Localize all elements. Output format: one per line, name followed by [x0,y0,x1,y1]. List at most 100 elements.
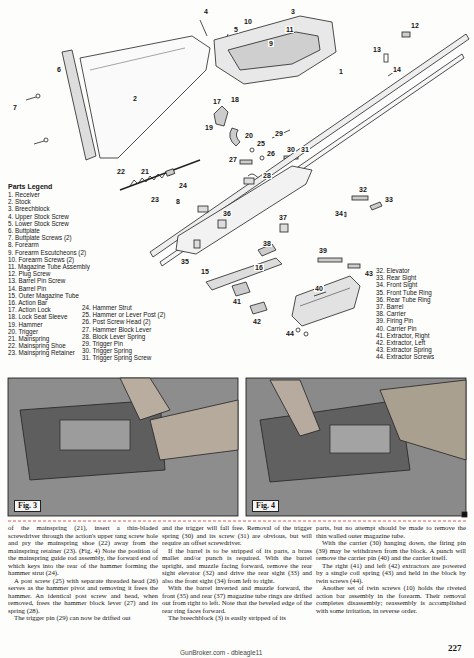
callout-number: 9 [268,40,274,47]
callout-number: 13 [372,46,382,53]
parts-legend-entry: 37. Barrel [376,304,403,310]
callout-number: 43 [364,270,374,277]
parts-legend-entry: 18. Lock Seat Sleeve [8,314,68,320]
parts-legend-entry: 26. Post Screw Head (2) [82,319,151,325]
callout-number: 15 [200,268,210,275]
parts-legend-entry: 9. Forearm Escutcheons (2) [8,250,86,256]
body-paragraph: The breechblock (3) is easily stripped o… [162,614,312,622]
body-paragraph: A post screw (25) with separate threaded… [8,577,158,615]
callout-number: 3 [290,8,296,15]
parts-legend-entry: 7. Buttplate Screws (2) [8,235,72,241]
parts-legend-entry: 44. Extractor Screws [376,354,434,360]
parts-legend-entry: 20. Trigger [8,329,38,335]
parts-legend-entry: 40. Carrier Pin [376,326,417,332]
callout-number: 6 [56,66,62,73]
parts-legend-entry: 36. Rear Tube Ring [376,297,431,303]
parts-legend-entry: 4. Upper Stock Screw [8,214,69,220]
callout-number: 4 [203,8,209,15]
body-paragraph: parts, but no attempt should be made to … [316,524,466,539]
callout-number: 18 [230,96,240,103]
body-paragraph: Another set of twin screws (10) holds th… [316,584,466,614]
callout-number: 10 [243,18,253,25]
callout-number: 26 [266,150,276,157]
callout-number: 41 [232,298,242,305]
parts-legend-entry: 21. Mainspring [8,336,49,342]
body-paragraph: With the carrier (30) hanging down, the … [316,539,466,562]
parts-legend-entry: 29. Trigger Pin [82,341,123,347]
body-paragraph: The right (41) and left (42) extractors … [316,562,466,585]
parts-legend-entry: 41. Extractor, Right [376,333,430,339]
callout-number: 34 [334,210,344,217]
callout-number: 30 [286,146,296,153]
callout-number: 7 [12,104,18,111]
callout-number: 42 [252,318,262,325]
parts-legend-entry: 2. Stock [8,199,31,205]
text-column: and the trigger will fall free. Removal … [162,524,312,644]
parts-legend-entry: 3. Breechblock [8,206,50,212]
parts-legend-entry: 15. Outer Magazine Tube [8,293,79,299]
parts-legend-entry: 16. Action Bar [8,300,47,306]
parts-legend-entry: 19. Hammer [8,322,43,328]
text-column: parts, but no attempt should be made to … [316,524,466,644]
callout-number: 1 [338,68,344,75]
callout-number: 27 [228,156,238,163]
callout-number: 29 [274,130,284,137]
parts-legend-entry: 42. Extractor, Left [376,340,425,346]
parts-legend-entry: 17. Action Lock [8,307,51,313]
parts-legend-entry: 27. Hammer Block Lever [82,327,151,333]
body-paragraph: of the mainspring (21), insert a thin-bl… [8,524,158,577]
body-paragraph: If the barrel is to be stripped of its p… [162,547,312,585]
callout-number: 21 [140,168,150,175]
figure-label: Fig. 4 [252,500,279,512]
parts-legend-entry: 24. Hammer Strut [82,305,132,311]
parts-legend-entry: 35. Front Tube Ring [376,290,432,296]
figure-label: Fig. 3 [14,500,41,512]
legend-heading: Parts Legend [8,183,52,190]
callout-number: 32 [358,186,368,193]
callout-number: 14 [392,66,402,73]
callout-number: 44 [285,330,295,337]
parts-legend-entry: 14. Barrel Pin [8,286,46,292]
parts-legend-entry: 6. Buttplate [8,228,40,234]
callout-number: 5 [233,26,239,33]
parts-legend-entry: 33. Rear Sight [376,275,416,281]
callout-number: 16 [254,264,264,271]
parts-legend-entry: 23. Mainspring Retainer [8,350,75,356]
callout-number: 38 [262,240,272,247]
parts-legend-entry: 32. Elevator [376,268,410,274]
parts-legend-entry: 10. Forearm Screws (2) [8,257,74,263]
watermark: GunBroker.com - dbleagle11 [180,650,262,657]
body-paragraph: With the barrel inverted and muzzle forw… [162,584,312,614]
parts-legend-entry: 13. Barrel Pin Screw [8,278,65,284]
parts-legend-entry: 22. Mainspring Shoe [8,343,66,349]
callout-number: 33 [384,196,394,203]
parts-legend-entry: 12. Plug Screw [8,271,50,277]
callout-number: 37 [278,214,288,221]
callout-number: 39 [318,247,328,254]
callout-number: 20 [244,132,254,139]
parts-legend-entry: 34. Front Sight [376,282,417,288]
parts-legend-entry: 11. Magazine Tube Assembly [8,264,90,270]
callout-number: 11 [285,26,294,33]
page-number: 227 [448,644,462,653]
callout-number: 24 [178,182,188,189]
callout-number: 28 [262,172,272,179]
parts-legend-entry: 25. Hammer or Lever Post (2) [82,312,165,318]
callout-number: 19 [204,124,214,131]
callout-number: 22 [116,168,126,175]
parts-legend-entry: 31. Trigger Spring Screw [82,355,151,361]
parts-legend-entry: 1. Receiver [8,192,40,198]
callout-number: 23 [150,196,160,203]
parts-legend-entry: 43. Extractor Spring [376,347,432,353]
callout-number: 40 [314,285,324,292]
parts-legend-entry: 39. Firing Pin [376,318,413,324]
callout-number: 31 [300,146,310,153]
text-column: of the mainspring (21), insert a thin-bl… [8,524,158,644]
callout-number: 36 [222,210,232,217]
parts-legend-entry: 30. Trigger Spring [82,348,132,354]
parts-legend-entry: 38. Carrier [376,311,406,317]
callout-number: 35 [180,258,190,265]
callout-number: 2 [132,95,138,102]
parts-legend-entry: 8. Forearm [8,242,39,248]
